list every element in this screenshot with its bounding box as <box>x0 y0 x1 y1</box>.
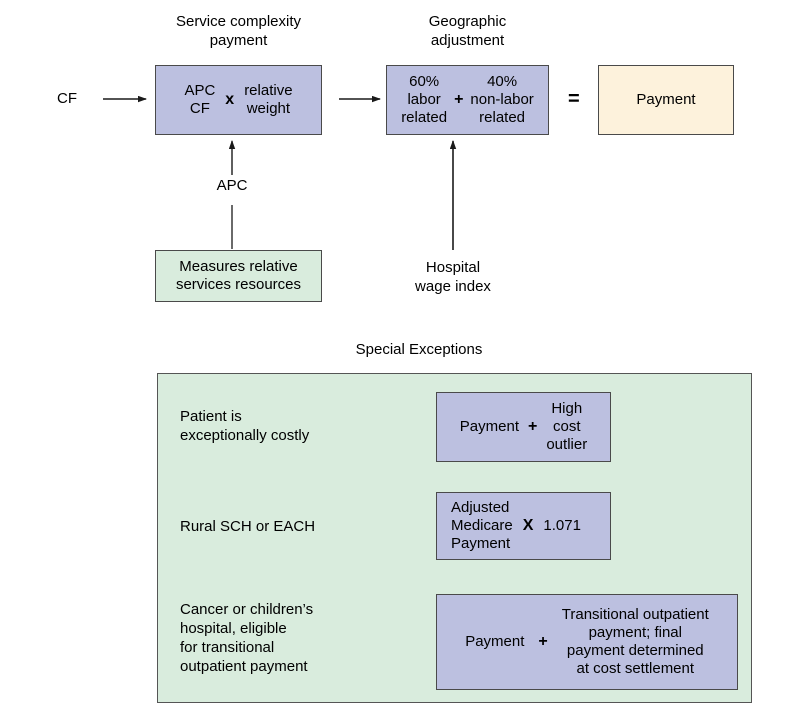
payment-box-label: Payment <box>636 91 696 108</box>
measures-box[interactable]: Measures relative services resources <box>155 250 322 302</box>
exception-condition-2: Rural SCH or EACH <box>180 518 316 535</box>
special-exceptions-title: Special Exceptions <box>355 341 483 358</box>
exception-3-left-text: Payment <box>465 633 525 650</box>
apc-cf-left-text: APC CF <box>184 82 216 117</box>
exception-result-box-2[interactable]: Adjusted Medicare Payment X 1.071 <box>436 492 611 560</box>
exception-result-box-3[interactable]: Payment + Transitional outpatient paymen… <box>436 594 738 690</box>
exception-condition-1: Patient is exceptionally costly <box>180 408 310 444</box>
apc-cf-right-text: relative weight <box>244 82 293 117</box>
hospital-wage-index-label: Hospital wage index <box>415 259 491 295</box>
equals-sign: = <box>568 88 580 110</box>
exception-result-box-1[interactable]: Payment + High cost outlier <box>436 392 611 462</box>
exception-condition-3: Cancer or children’s hospital, eligible … <box>180 601 314 675</box>
geo-right-text: 40% non-labor related <box>470 73 534 126</box>
exception-3-right-text: Transitional outpatient payment; final p… <box>561 606 709 677</box>
exception-3-operator: + <box>538 633 548 650</box>
apc-connector-label: APC <box>216 177 248 194</box>
input-cf-label: CF <box>57 90 77 107</box>
payment-box[interactable]: Payment <box>598 65 734 135</box>
exception-1-left-text: Payment <box>459 418 519 435</box>
geographic-adjustment-title: Geographic adjustment <box>428 13 507 49</box>
service-complexity-title: Service complexity payment <box>175 13 302 49</box>
exception-1-right-text: High cost outlier <box>546 400 588 453</box>
measures-box-label: Measures relative services resources <box>175 258 302 293</box>
apc-cf-operator: x <box>225 91 235 108</box>
geo-operator: + <box>454 91 464 108</box>
geographic-adjustment-box[interactable]: 60% labor related + 40% non-labor relate… <box>386 65 549 135</box>
exception-2-operator: X <box>522 517 534 534</box>
exception-2-left-text: Adjusted Medicare Payment <box>451 499 513 552</box>
apc-cf-box[interactable]: APC CF x relative weight <box>155 65 322 135</box>
exception-1-operator: + <box>528 418 538 435</box>
exception-2-right-text: 1.071 <box>543 517 581 534</box>
geo-left-text: 60% labor related <box>401 73 448 126</box>
